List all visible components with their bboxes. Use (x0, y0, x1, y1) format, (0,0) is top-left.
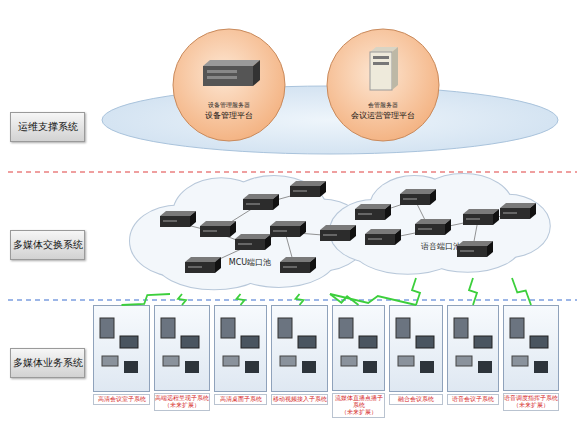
subsystem-picture (271, 305, 328, 392)
subsystem-box: 高端远程呈现子系统（未来扩展） (154, 305, 210, 405)
node-label: 语音端口池 (421, 241, 461, 252)
platform-circle: 会管服务器会议运营管理平台 (326, 28, 440, 142)
device-links (175, 192, 515, 268)
layer-label: 多媒体交换系统 (10, 230, 85, 260)
subsystem-picture (503, 305, 559, 391)
cloud-outline (130, 176, 370, 294)
terminal-icons (333, 306, 384, 386)
layer-label: 多媒体业务系统 (10, 348, 85, 378)
switch-devices (160, 181, 536, 273)
terminal-icons (155, 306, 209, 386)
tower-server-icon (370, 47, 398, 90)
subsystem-box: 流媒体直播点播子系统（未来扩展） (332, 305, 385, 405)
node-label: 会管服务器 (368, 100, 398, 109)
subsystem-box: 高清桌面子系统 (214, 305, 267, 405)
switch-device (270, 221, 306, 237)
subsystem-caption: 语音会议子系统 (447, 394, 499, 405)
layer-label: 运维支撑系统 (10, 112, 85, 142)
layer-name: 多媒体交换系统 (13, 238, 83, 252)
subsystem-picture (389, 305, 443, 392)
switch-device (185, 257, 221, 273)
lightning-link (330, 294, 359, 305)
subsystem-caption: 移动视频接入子系统 (271, 394, 328, 405)
caption-text: （未来扩展） (333, 409, 384, 416)
layer-divider (8, 171, 577, 172)
subsystem-picture (154, 305, 210, 391)
circle-outline (172, 28, 286, 142)
switch-device (457, 241, 493, 257)
lightning-link (330, 294, 416, 305)
switch-device (200, 221, 236, 237)
lightning-link (512, 278, 531, 305)
node-label: 会议运营管理平台 (351, 111, 415, 120)
terminal-icons (94, 306, 149, 386)
terminal-icons (272, 306, 327, 386)
caption-text: （未来扩展） (155, 402, 209, 409)
subsystem-picture (93, 305, 150, 392)
switch-device (355, 204, 391, 220)
subsystem-caption: 高清桌面子系统 (214, 394, 267, 405)
node-label: 设备管理服务器 (208, 100, 250, 109)
circle-outline (326, 28, 440, 142)
switch-device (243, 194, 279, 210)
switch-device (400, 189, 436, 205)
node-label: MCU端口池 (229, 257, 271, 268)
subsystem-box: 移动视频接入子系统 (271, 305, 328, 405)
port-pool-cloud: MCU端口池 (130, 176, 370, 294)
caption-text: 语音调度指挥子系统 (504, 395, 558, 402)
platform-circle: 设备管理服务器设备管理平台 (172, 28, 286, 142)
switch-device (280, 257, 316, 273)
switch-device (160, 211, 196, 227)
caption-text: 移动视频接入子系统 (272, 396, 327, 403)
subsystem-picture (332, 305, 385, 391)
lightning-link (296, 294, 304, 305)
switch-device (415, 219, 451, 235)
switch-device (320, 225, 356, 241)
subsystem-picture (214, 305, 267, 392)
switch-device (500, 203, 536, 219)
subsystem-caption: 语音调度指挥子系统（未来扩展） (503, 393, 559, 411)
subsystem-picture (447, 305, 499, 392)
rack-server-icon (203, 60, 260, 86)
subsystem-box: 融合会议系统 (389, 305, 443, 405)
switch-device (235, 234, 271, 250)
caption-text: 高端远程呈现子系统 (155, 395, 209, 402)
lightning-link (469, 278, 477, 305)
caption-text: 高清桌面子系统 (215, 396, 266, 403)
subsystem-box: 高清会议室子系统 (93, 305, 150, 405)
terminal-icons (215, 306, 266, 386)
lightning-link (412, 278, 420, 305)
terminal-icons (390, 306, 442, 386)
subsystem-box: 语音会议子系统 (447, 305, 499, 405)
subsystem-caption: 融合会议系统 (389, 394, 443, 405)
subsystem-caption: 流媒体直播点播子系统（未来扩展） (332, 393, 385, 418)
port-pool-cloud: 语音端口池 (330, 174, 552, 278)
layer-divider (8, 299, 577, 300)
caption-text: 流媒体直播点播子系统 (333, 395, 384, 409)
terminal-icons (504, 306, 558, 386)
switch-device (365, 229, 401, 245)
caption-text: 高清会议室子系统 (94, 396, 149, 403)
node-label: 设备管理平台 (205, 111, 253, 120)
caption-text: 融合会议系统 (390, 396, 442, 403)
subsystem-caption: 高清会议室子系统 (93, 394, 150, 405)
subsystem-caption: 高端远程呈现子系统（未来扩展） (154, 393, 210, 411)
caption-text: 语音会议子系统 (448, 396, 498, 403)
lightning-link (237, 294, 245, 305)
terminal-icons (448, 306, 498, 386)
layer-name: 多媒体业务系统 (13, 356, 83, 370)
switch-device (290, 181, 326, 197)
switch-device (463, 209, 499, 225)
layer-name: 运维支撑系统 (18, 120, 78, 134)
cloud-outline (330, 174, 552, 278)
lightning-link (122, 294, 171, 305)
caption-text: （未来扩展） (504, 402, 558, 409)
subsystem-box: 语音调度指挥子系统（未来扩展） (503, 305, 559, 405)
lightning-link (178, 294, 186, 305)
